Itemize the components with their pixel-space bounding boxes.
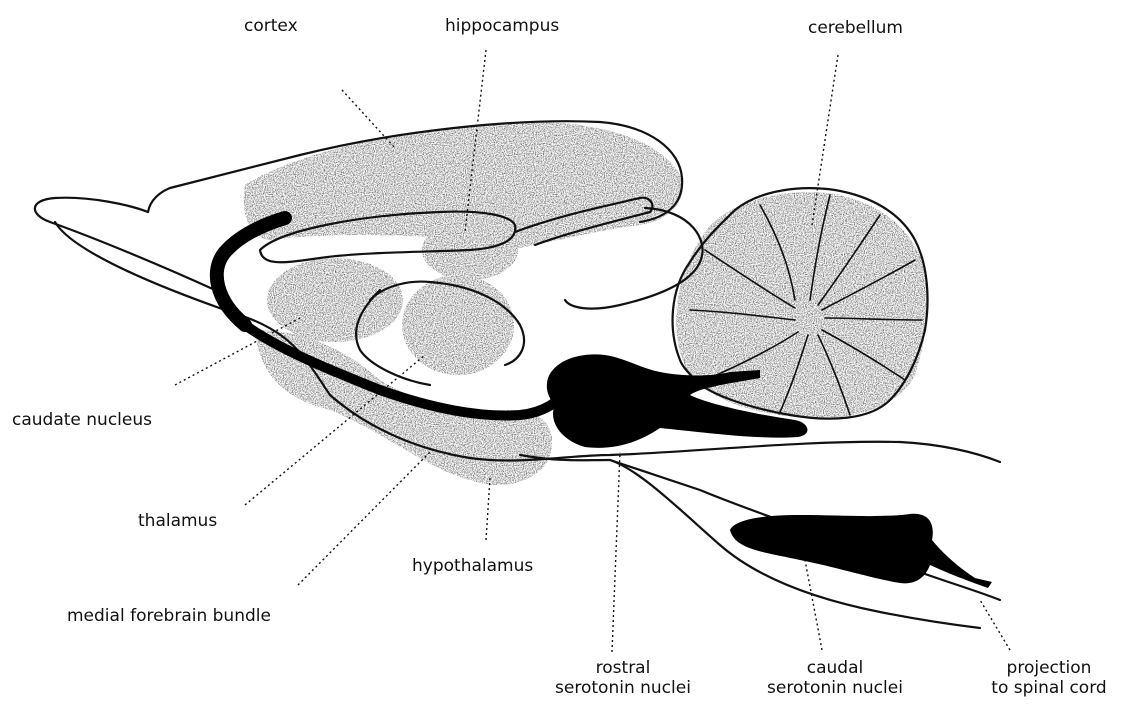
hippocampus-label: hippocampus — [445, 16, 559, 36]
projection-to-spinal-cord-line2: to spinal cord — [964, 678, 1134, 698]
medial-forebrain-bundle-label: medial forebrain bundle — [67, 606, 271, 626]
leader-projection-to-spinal-cord — [980, 600, 1010, 650]
rostral-serotonin-nuclei-label: rostral serotonin nuclei — [528, 658, 718, 698]
leader-hypothalamus — [486, 478, 490, 540]
caudate-nucleus-shading — [267, 258, 403, 342]
projection-to-spinal-cord-label: projection to spinal cord — [964, 658, 1134, 698]
caudate-nucleus-label: caudate nucleus — [12, 410, 152, 430]
caudal-serotonin-nuclei-line2: serotonin nuclei — [740, 678, 930, 698]
projection-to-spinal-cord-line1: projection — [964, 658, 1134, 678]
caudal-serotonin-nuclei-line1: caudal — [740, 658, 930, 678]
rostral-serotonin-nuclei-line2: serotonin nuclei — [528, 678, 718, 698]
cerebellum-label: cerebellum — [808, 18, 903, 38]
thalamus-label: thalamus — [138, 511, 217, 531]
cortex-label: cortex — [244, 16, 298, 36]
caudal-serotonin-nuclei-label: caudal serotonin nuclei — [740, 658, 930, 698]
leader-rostral-serotonin-nuclei — [612, 452, 620, 652]
hypothalamus-label: hypothalamus — [412, 556, 533, 576]
leader-caudal-serotonin-nuclei — [805, 560, 822, 650]
rostral-serotonin-nuclei-line1: rostral — [528, 658, 718, 678]
